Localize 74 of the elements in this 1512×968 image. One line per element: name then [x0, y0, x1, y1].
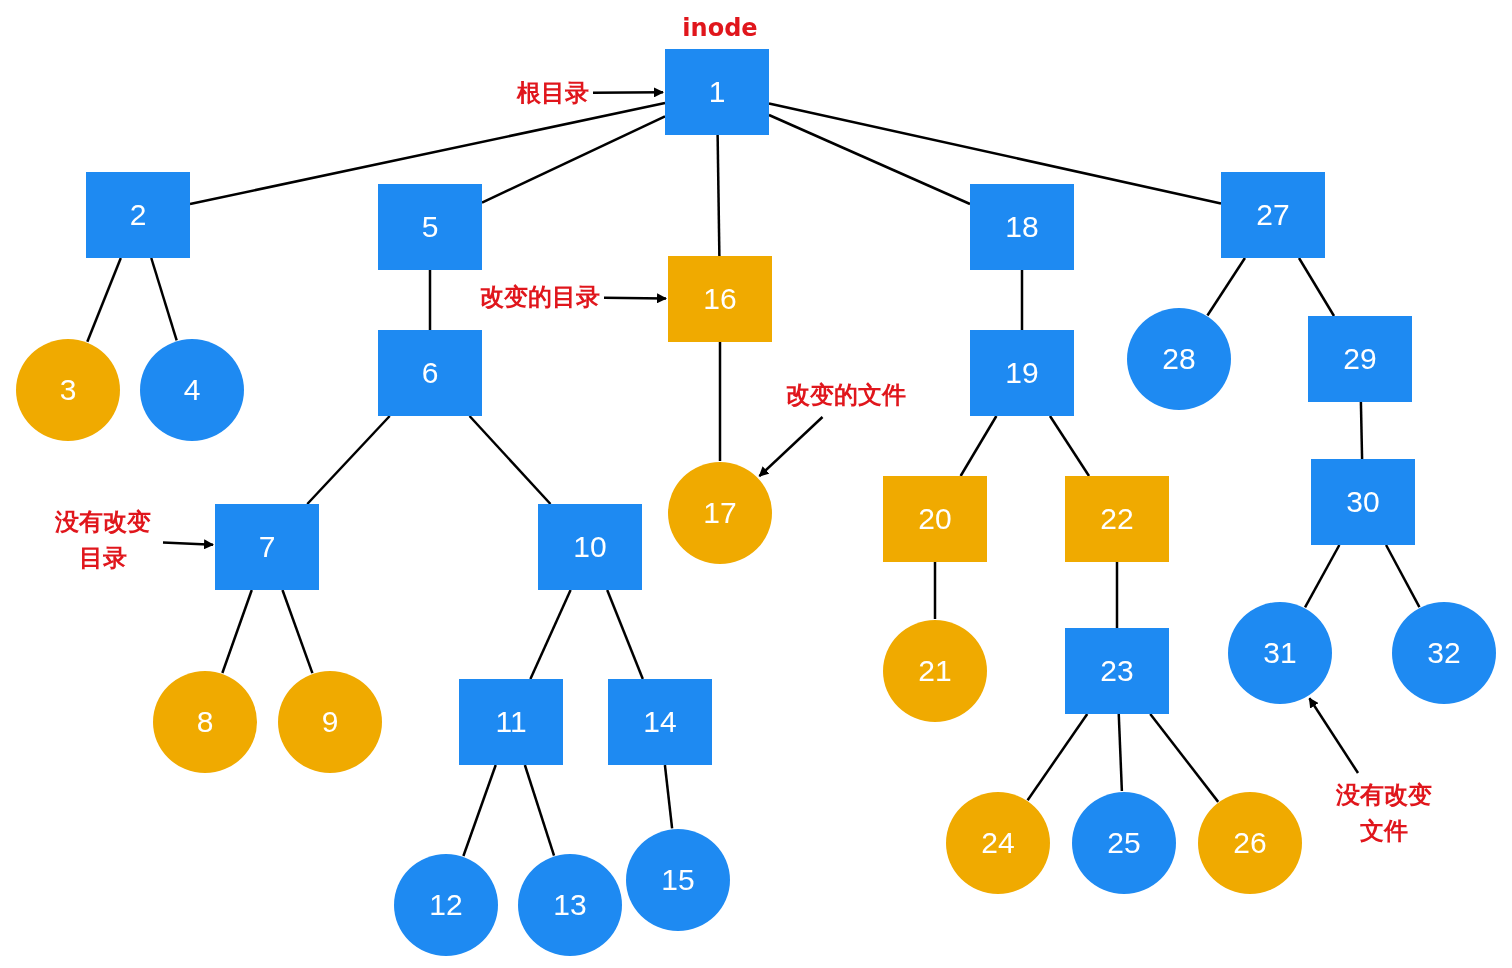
directory-box: 7 — [215, 504, 319, 590]
tree-line — [462, 764, 497, 857]
file-circle: 4 — [140, 339, 244, 441]
directory-box: 1 — [665, 49, 769, 135]
tree-line — [663, 764, 674, 829]
directory-box: 19 — [970, 330, 1074, 416]
arrow — [593, 87, 664, 98]
directory-box: 14 — [608, 679, 712, 765]
directory-box: 29 — [1308, 316, 1412, 402]
annotation-text: 根目录 — [517, 75, 589, 111]
file-circle: 24 — [946, 792, 1050, 894]
annotation-text: 没有改变文件 — [1328, 777, 1440, 849]
file-circle: 12 — [394, 854, 498, 956]
tree-line — [1303, 544, 1341, 609]
file-circle: 32 — [1392, 602, 1496, 704]
tree-line — [189, 101, 666, 206]
file-circle: 17 — [668, 462, 772, 564]
tree-line — [1359, 401, 1364, 460]
tree-line — [1206, 257, 1246, 317]
directory-box: 11 — [459, 679, 563, 765]
tree-line — [86, 257, 122, 343]
file-circle: 8 — [153, 671, 257, 773]
arrow — [758, 416, 824, 477]
directory-box: 6 — [378, 330, 482, 416]
tree-line — [718, 342, 722, 461]
file-circle: 26 — [1198, 792, 1302, 894]
tree-line — [1297, 257, 1336, 317]
directory-box: 20 — [883, 476, 987, 562]
heading-label: inode — [682, 13, 758, 44]
annotation-text: 改变的目录 — [480, 279, 600, 315]
directory-box: 23 — [1065, 628, 1169, 714]
directory-box: 27 — [1221, 172, 1325, 258]
tree-line — [281, 589, 314, 674]
file-circle: 15 — [626, 829, 730, 931]
tree-line — [1020, 270, 1024, 330]
tree-line — [768, 113, 971, 206]
tree-line — [468, 415, 552, 505]
directory-box: 2 — [86, 172, 190, 258]
file-circle: 9 — [278, 671, 382, 773]
tree-line — [428, 270, 432, 330]
annotation-text: 改变的文件 — [786, 377, 906, 413]
directory-box: 18 — [970, 184, 1074, 270]
tree-line — [529, 589, 572, 680]
tree-line — [1149, 713, 1220, 803]
directory-box: 10 — [538, 504, 642, 590]
tree-line — [481, 115, 666, 204]
file-circle: 13 — [518, 854, 622, 956]
file-circle: 3 — [16, 339, 120, 441]
tree-line — [1117, 713, 1124, 792]
directory-box: 30 — [1311, 459, 1415, 545]
tree-line — [768, 102, 1222, 205]
tree-line — [933, 562, 937, 619]
file-circle: 28 — [1127, 308, 1231, 410]
arrow — [604, 293, 667, 304]
tree-line — [1026, 713, 1089, 801]
annotation-text: 没有改变目录 — [47, 504, 159, 576]
tree-line — [221, 589, 253, 674]
arrow — [162, 539, 214, 550]
file-circle: 25 — [1072, 792, 1176, 894]
file-circle: 21 — [883, 620, 987, 722]
tree-line — [606, 589, 644, 680]
tree-line — [523, 764, 556, 856]
directory-box: 5 — [378, 184, 482, 270]
directory-box: 22 — [1065, 476, 1169, 562]
tree-line — [1115, 562, 1119, 628]
tree-line — [959, 415, 998, 477]
tree-line — [1048, 415, 1091, 477]
tree-line — [306, 415, 391, 505]
tree-line — [716, 134, 721, 257]
directory-box: 16 — [668, 256, 772, 342]
tree-line — [150, 257, 178, 341]
tree-line — [1384, 544, 1421, 608]
file-circle: 31 — [1228, 602, 1332, 704]
arrow — [1308, 697, 1360, 774]
